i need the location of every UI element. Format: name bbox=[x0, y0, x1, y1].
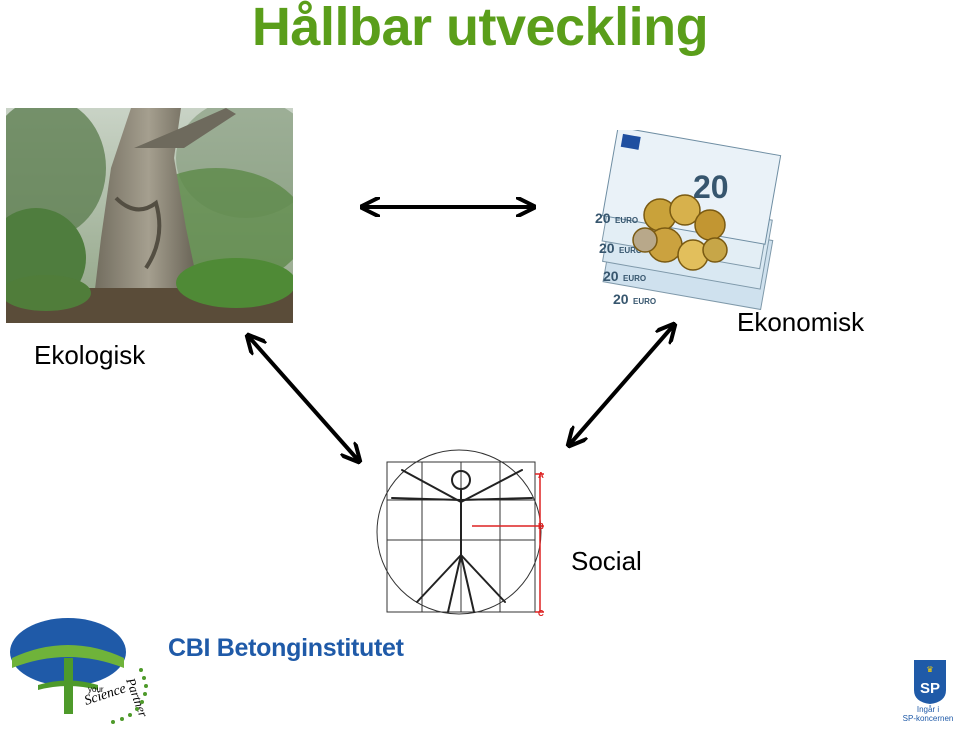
svg-text:20: 20 bbox=[613, 291, 629, 307]
money-image: 20 20 EURO 20 EURO 20 EURO 20 EURO bbox=[595, 130, 782, 311]
svg-text:Partner: Partner bbox=[123, 675, 152, 720]
science-partner-logo: your Science Partner bbox=[10, 618, 152, 724]
svg-text:20: 20 bbox=[603, 268, 619, 284]
svg-text:your: your bbox=[88, 685, 104, 694]
arrow-ecologic-social bbox=[249, 337, 358, 460]
svg-text:EURO: EURO bbox=[633, 297, 656, 306]
sp-logo: ♛ SP bbox=[914, 660, 946, 704]
page-title: Hållbar utveckling bbox=[251, 0, 709, 57]
sp-caption: Ingår i SP-koncernen bbox=[902, 705, 954, 723]
svg-text:EURO: EURO bbox=[623, 274, 646, 283]
svg-text:♛: ♛ bbox=[926, 665, 933, 674]
arrow-economic-social bbox=[570, 326, 673, 444]
svg-text:EURO: EURO bbox=[619, 246, 642, 255]
svg-text:B: B bbox=[538, 522, 544, 531]
label-ekologisk: Ekologisk bbox=[34, 340, 146, 370]
forest-image bbox=[6, 108, 293, 323]
cbi-logo-text: CBI Betonginstitutet bbox=[168, 634, 404, 662]
svg-text:EURO: EURO bbox=[615, 216, 638, 225]
svg-text:SP: SP bbox=[920, 680, 940, 697]
svg-text:C: C bbox=[538, 609, 544, 618]
label-social: Social bbox=[571, 546, 642, 576]
svg-text:20: 20 bbox=[693, 169, 729, 205]
svg-text:20: 20 bbox=[599, 240, 615, 256]
svg-text:20: 20 bbox=[595, 210, 611, 226]
vitruvian-image: A B C bbox=[372, 440, 552, 620]
label-ekonomisk: Ekonomisk bbox=[737, 307, 865, 337]
svg-text:A: A bbox=[538, 471, 544, 480]
